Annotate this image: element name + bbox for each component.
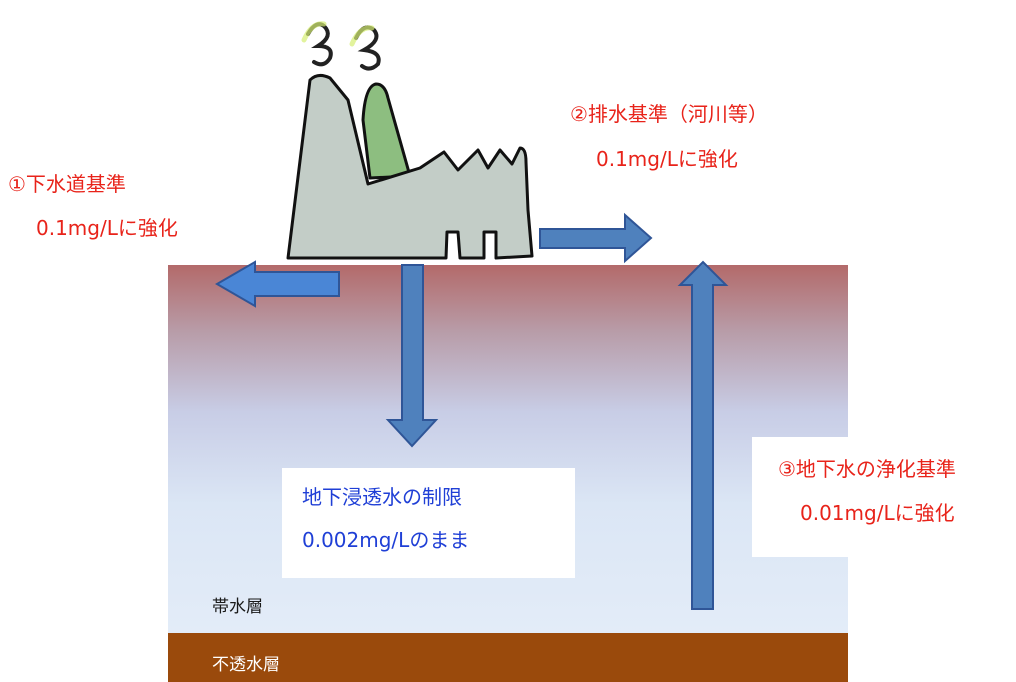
effluent-standard-title: ②排水基準（河川等） — [570, 102, 768, 126]
smoke-icon — [306, 22, 381, 71]
groundwater-arrow-up — [677, 260, 729, 610]
effluent-arrow-right — [539, 212, 653, 264]
sewer-standard-title: ①下水道基準 — [8, 172, 126, 196]
factory-chimney-back — [361, 82, 412, 180]
aquifer-label: 帯水層 — [212, 597, 263, 617]
effluent-standard-value: 0.1mg/Lに強化 — [596, 147, 738, 171]
groundwater-value: 0.01mg/Lに強化 — [800, 501, 955, 525]
seepage-title: 地下浸透水の制限 — [302, 485, 462, 509]
seepage-label-box: 地下浸透水の制限 0.002mg/Lのまま — [282, 468, 575, 578]
factory-body — [286, 73, 534, 260]
impermeable-layer — [168, 633, 848, 682]
impermeable-label: 不透水層 — [212, 655, 280, 675]
sewer-standard-value: 0.1mg/Lに強化 — [36, 216, 178, 240]
factory-icon — [286, 73, 534, 260]
seepage-value: 0.002mg/Lのまま — [302, 528, 470, 552]
groundwater-label-box: ③地下水の浄化基準 0.01mg/Lに強化 — [752, 437, 1016, 557]
groundwater-title: ③地下水の浄化基準 — [778, 457, 956, 481]
seepage-arrow-down — [385, 264, 439, 448]
sewer-arrow-left — [215, 260, 340, 308]
